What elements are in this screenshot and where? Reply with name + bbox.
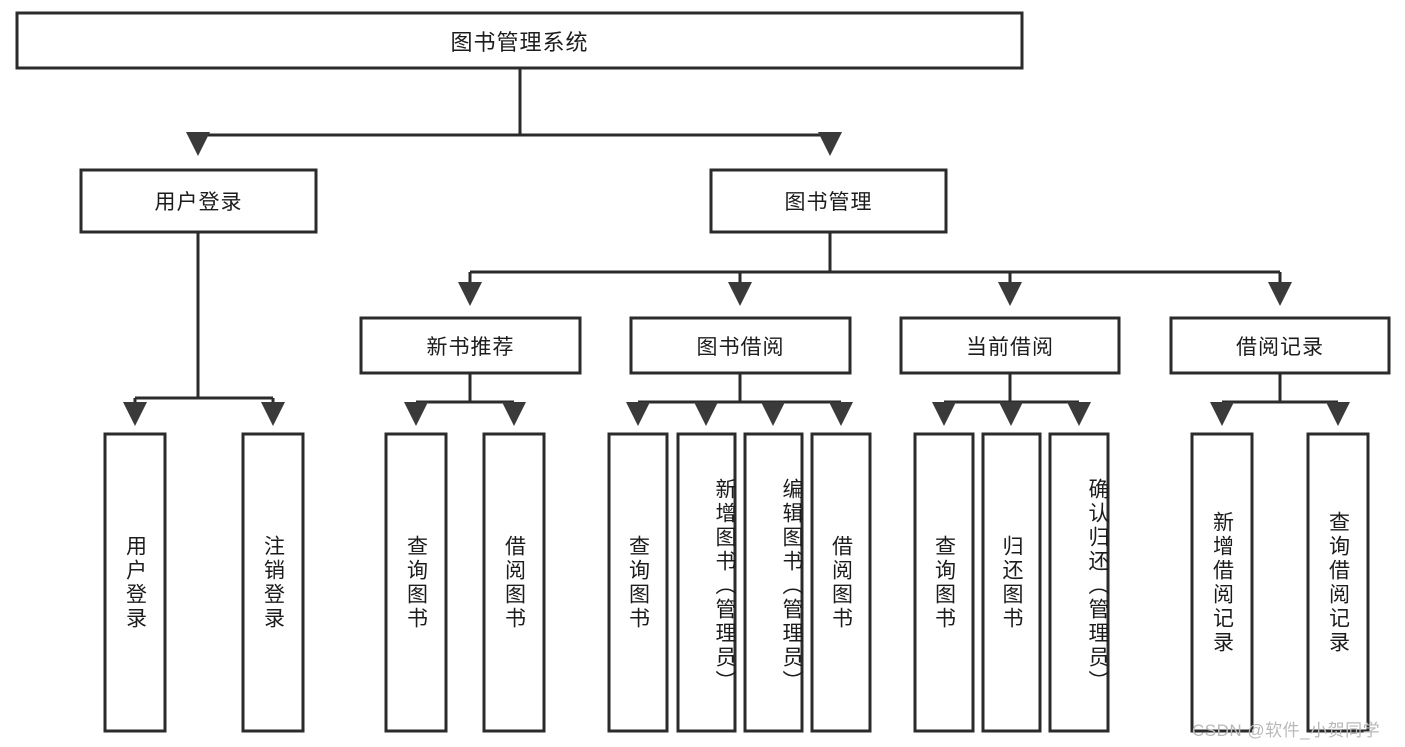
node-box-user-login[interactable] (79, 168, 318, 234)
connector-current-borrow-to-leaves (932, 373, 1091, 426)
node-box-leaf-current-borrow-0[interactable] (913, 432, 975, 733)
node-box-leaf-book-borrow-3[interactable] (810, 432, 872, 733)
connector-user-login-to-leaves (123, 232, 285, 426)
node-box-leaf-user-login-1[interactable] (241, 432, 305, 733)
node-box-leaf-borrow-record-1[interactable] (1306, 432, 1370, 733)
node-box-leaf-new-book-0[interactable] (384, 432, 448, 733)
connector-book-manage-to-level3 (458, 232, 1292, 306)
connector-new-book-to-leaves (404, 373, 526, 426)
node-box-leaf-borrow-record-0[interactable] (1190, 432, 1254, 733)
node-box-book-manage[interactable] (709, 168, 948, 234)
node-box-leaf-book-borrow-2[interactable] (743, 432, 804, 733)
connector-borrow-record-to-leaves (1210, 373, 1350, 426)
node-box-leaf-current-borrow-1[interactable] (981, 432, 1042, 733)
connector-book-borrow-to-leaves (626, 373, 853, 426)
node-box-root[interactable] (15, 11, 1024, 70)
node-box-leaf-current-borrow-2[interactable] (1048, 432, 1110, 733)
node-box-borrow-record[interactable] (1169, 316, 1391, 375)
node-box-new-book-recommend[interactable] (359, 316, 582, 375)
node-box-leaf-user-login-0[interactable] (103, 432, 167, 733)
node-box-leaf-book-borrow-0[interactable] (607, 432, 669, 733)
node-box-leaf-new-book-1[interactable] (482, 432, 546, 733)
node-box-current-borrow[interactable] (899, 316, 1121, 375)
node-box-book-borrow[interactable] (629, 316, 852, 375)
connector-root-to-level2 (186, 68, 842, 156)
node-box-leaf-book-borrow-1[interactable] (676, 432, 737, 733)
